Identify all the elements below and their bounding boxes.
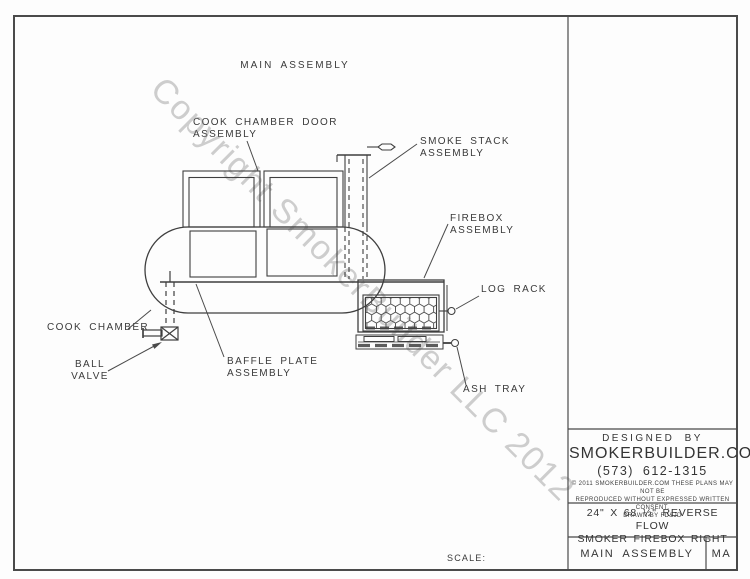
label-line: ASSEMBLY: [450, 225, 515, 236]
leader-lines: [107, 140, 480, 386]
copyright-line: DRAWN BY FD&JD: [623, 513, 682, 519]
label-line: BAFFLE PLATE: [227, 356, 319, 367]
damper-handle-icon: [367, 143, 396, 151]
firebox: [357, 279, 448, 333]
view-title: MAIN ASSEMBLY: [240, 60, 350, 71]
label-line: BALL: [74, 359, 106, 370]
model-line: 24" X 68 ½" REVERSE FLOW: [586, 507, 719, 532]
log-rack: [362, 294, 456, 332]
label-ash-tray: ASH TRAY: [463, 384, 527, 395]
cook-chamber-doors: [182, 170, 344, 278]
label-ball-valve: BALL VALVE: [70, 359, 110, 383]
label-log-rack: LOG RACK: [481, 284, 547, 295]
label-cook-chamber: COOK CHAMBER: [47, 322, 150, 333]
title-block-grid: [567, 16, 737, 570]
baffle-and-drain: [142, 271, 444, 341]
label-baffle-plate: BAFFLE PLATE ASSEMBLY: [227, 356, 318, 380]
label-smoke-stack: SMOKE STACK ASSEMBLY: [420, 136, 510, 160]
company-name: SMOKERBUILDER.COM: [569, 445, 750, 462]
copyright-line: REPRODUCED WITHOUT EXPRESSED WRITTEN CON…: [575, 497, 730, 511]
sheet-code: MA: [711, 548, 732, 560]
ball-valve-arrow: [107, 342, 162, 372]
label-line: SMOKE STACK: [420, 136, 510, 147]
drawing-frame: [13, 15, 738, 571]
designed-by-text: DESIGNED BY: [602, 433, 703, 444]
title-block-model-cell: 24" X 68 ½" REVERSE FLOW SMOKER FIREBOX …: [569, 507, 736, 546]
label-line: ASSEMBLY: [227, 368, 292, 379]
model-line: SMOKER FIREBOX RIGHT: [577, 533, 728, 545]
label-cook-chamber-door: COOK CHAMBER DOOR ASSEMBLY: [193, 117, 338, 141]
smoke-stack: [336, 143, 396, 281]
title-block-sheet-cell: MAIN ASSEMBLY: [569, 547, 705, 561]
phone-number: (573) 612-1315: [597, 464, 708, 478]
label-line: ASSEMBLY: [193, 129, 258, 140]
copyright-line: © 2011 SMOKERBUILDER.COM THESE PLANS MAY…: [571, 481, 734, 495]
title-block-designer-cell: DESIGNED BY SMOKERBUILDER.COM (573) 612-…: [569, 432, 750, 520]
ash-tray: [355, 334, 459, 350]
label-line: FIREBOX: [450, 213, 504, 224]
scale-label: SCALE:: [447, 553, 487, 563]
label-line: VALVE: [71, 371, 109, 382]
label-line: COOK CHAMBER DOOR: [193, 117, 338, 128]
label-firebox: FIREBOX ASSEMBLY: [450, 213, 514, 237]
title-block-code-cell: MA: [706, 547, 737, 561]
sheet-title: MAIN ASSEMBLY: [580, 548, 694, 560]
label-line: ASSEMBLY: [420, 148, 485, 159]
ball-valve-icon: [142, 326, 179, 341]
